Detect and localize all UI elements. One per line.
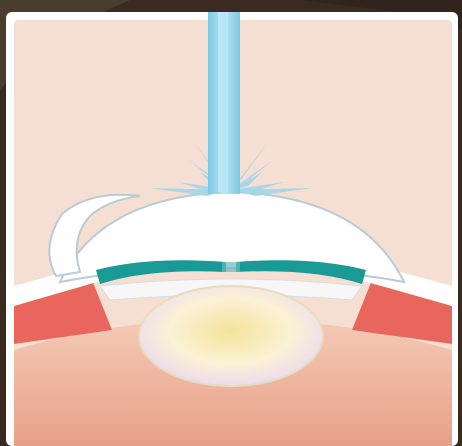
flap-band-center	[222, 262, 240, 272]
crystalline-lens	[139, 286, 323, 386]
laser-beam-core	[218, 12, 228, 192]
